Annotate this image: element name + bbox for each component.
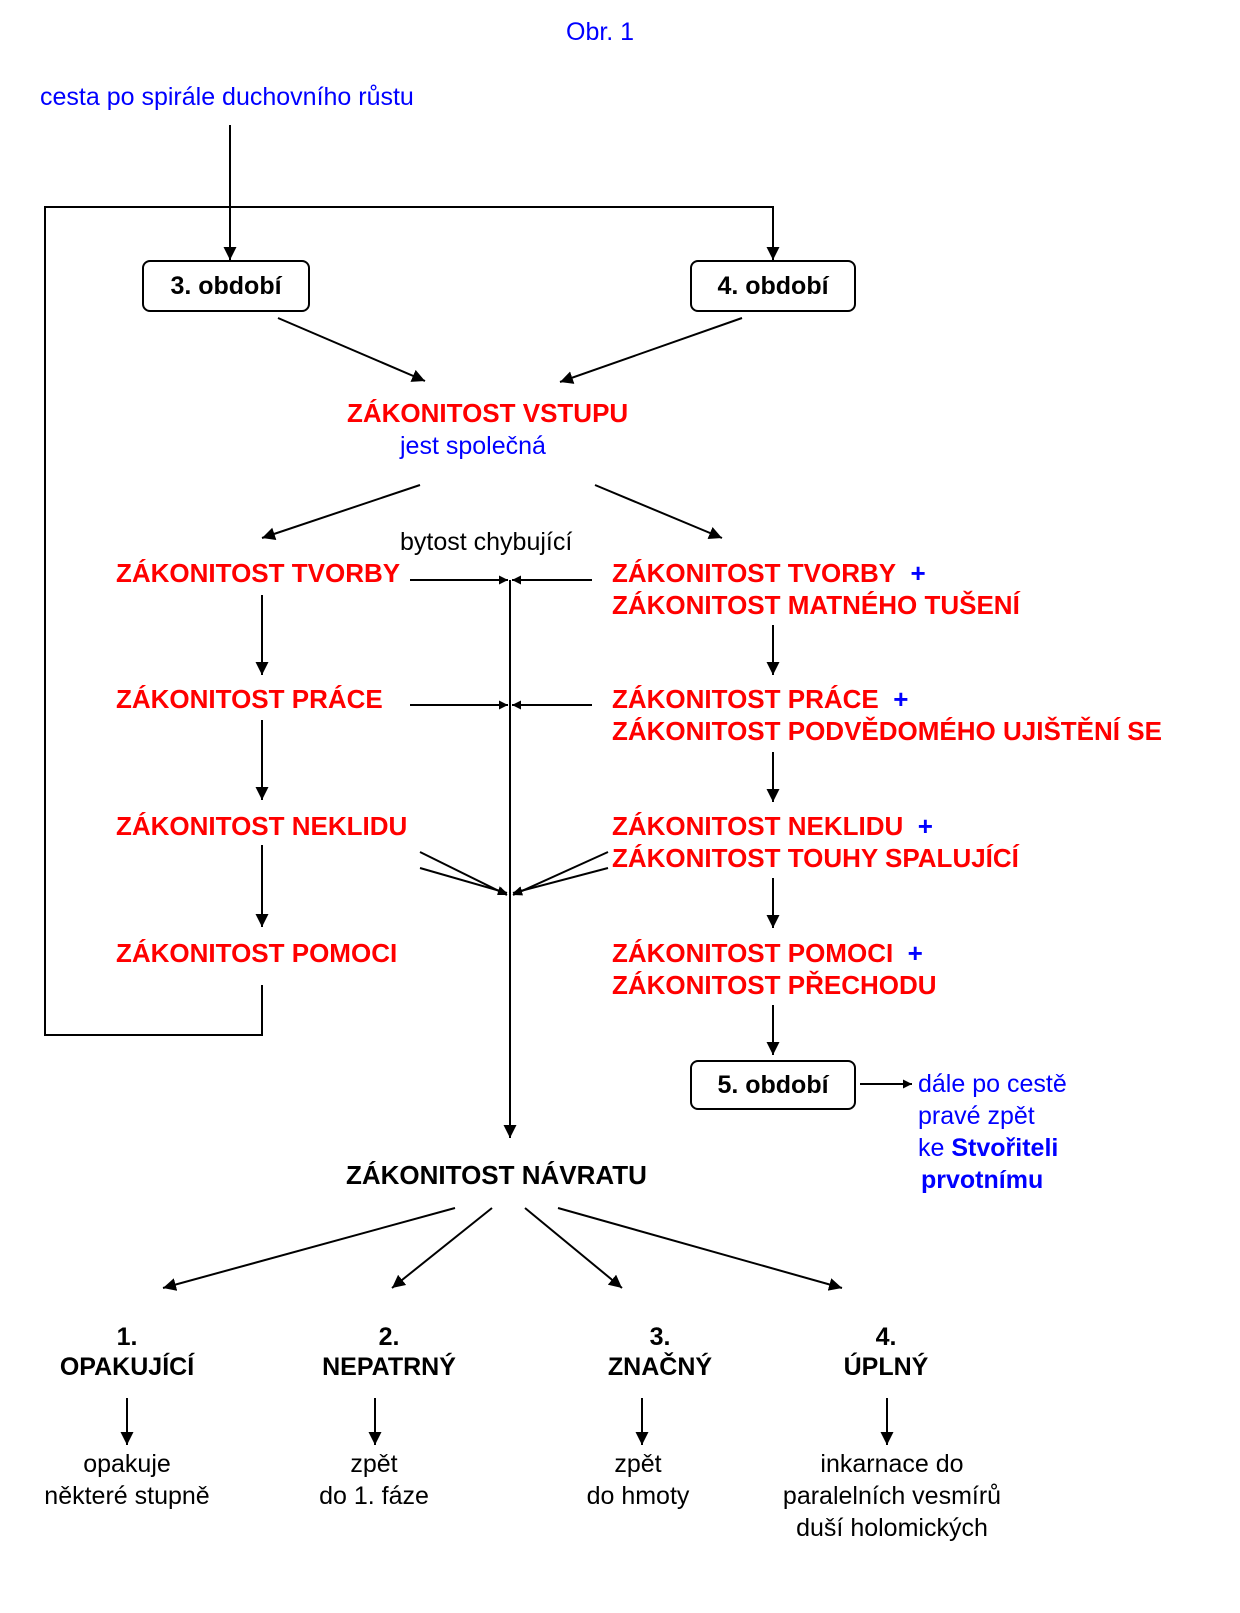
right-law-2-line1: ZÁKONITOST PRÁCE xyxy=(612,684,879,714)
right-law-3-line1: ZÁKONITOST NEKLIDU xyxy=(612,811,904,841)
arrow-entry-to-right xyxy=(594,484,723,539)
right-law-1: ZÁKONITOST TVORBY + ZÁKONITOST MATNÉHO T… xyxy=(612,560,1020,618)
return-type-4-number: 4. xyxy=(875,1323,897,1351)
period-4-label: 4. období xyxy=(717,271,829,300)
return-type-4: 4. ÚPLNÝ xyxy=(786,1322,986,1382)
right-law-4-line1: ZÁKONITOST POMOCI xyxy=(612,938,894,968)
plus-icon: + xyxy=(893,684,909,714)
arrow-left-neklidu-in-2 xyxy=(419,867,508,895)
return-type-2-desc: zpět do 1. fáze xyxy=(264,1448,484,1512)
right-law-2: ZÁKONITOST PRÁCE + ZÁKONITOST PODVĚDOMÉH… xyxy=(612,686,1162,744)
arrow-right-neklidu-in-2 xyxy=(512,867,609,896)
desc-line: duší holomických xyxy=(796,1514,988,1542)
period-3-box: 3. období xyxy=(142,260,310,312)
continuation-line1: dále po cestě xyxy=(918,1070,1067,1098)
return-type-2: 2. NEPATRNÝ xyxy=(289,1322,489,1382)
left-law-neklidu: ZÁKONITOST NEKLIDU xyxy=(116,811,408,841)
arrow-return-to-2 xyxy=(391,1207,493,1289)
return-type-1: 1. OPAKUJÍCÍ xyxy=(27,1322,227,1382)
return-type-1-desc: opakuje některé stupně xyxy=(17,1448,237,1512)
desc-line: inkarnace do xyxy=(820,1450,964,1478)
arrow-entry-to-left xyxy=(261,484,421,541)
return-type-1-number: 1. xyxy=(116,1323,138,1351)
return-type-3-number: 3. xyxy=(649,1323,671,1351)
entry-law-subtitle: jest společná xyxy=(400,432,546,460)
return-type-2-name: NEPATRNÝ xyxy=(322,1353,456,1381)
left-law-prace: ZÁKONITOST PRÁCE xyxy=(116,684,383,714)
left-law-tvorby: ZÁKONITOST TVORBY xyxy=(116,558,401,588)
entry-law-title: ZÁKONITOST VSTUPU xyxy=(347,398,629,428)
right-law-4: ZÁKONITOST POMOCI + ZÁKONITOST PŘECHODU xyxy=(612,940,937,998)
desc-line: opakuje xyxy=(83,1450,171,1478)
period-3-label: 3. období xyxy=(170,271,282,300)
return-type-3-name: ZNAČNÝ xyxy=(607,1353,713,1381)
desc-line: paralelních vesmírů xyxy=(782,1482,1002,1510)
right-law-1-line2: ZÁKONITOST MATNÉHO TUŠENÍ xyxy=(612,590,1020,620)
spiral-loop-line xyxy=(44,206,780,1036)
right-law-3-line2: ZÁKONITOST TOUHY SPALUJÍCÍ xyxy=(612,843,1019,873)
right-law-1-line1: ZÁKONITOST TVORBY xyxy=(612,558,897,588)
plus-icon: + xyxy=(907,938,923,968)
arrow-return-to-4 xyxy=(557,1207,843,1291)
arrow-p3-to-entry xyxy=(277,317,426,382)
continuation-line3-prefix: ke xyxy=(918,1134,952,1162)
left-law-pomoci: ZÁKONITOST POMOCI xyxy=(116,938,398,968)
continuation-line2: pravé zpět xyxy=(918,1102,1035,1130)
return-type-2-number: 2. xyxy=(378,1323,400,1351)
plus-icon: + xyxy=(917,811,933,841)
return-type-1-name: OPAKUJÍCÍ xyxy=(59,1353,195,1381)
return-type-4-desc: inkarnace do paralelních vesmírů duší ho… xyxy=(767,1448,1017,1544)
figure-label: Obr. 1 xyxy=(566,18,635,46)
continuation-note: dále po cestě pravé zpět ke Stvořiteli p… xyxy=(918,1068,1067,1196)
right-law-3: ZÁKONITOST NEKLIDU + ZÁKONITOST TOUHY SP… xyxy=(612,813,1019,871)
period-5-label: 5. období xyxy=(717,1070,829,1099)
return-law-title: ZÁKONITOST NÁVRATU xyxy=(346,1160,647,1190)
desc-line: do hmoty xyxy=(586,1482,690,1510)
period-4-box: 4. období xyxy=(690,260,856,312)
entry-label: cesta po spirále duchovního růstu xyxy=(40,83,414,111)
right-law-2-line2: ZÁKONITOST PODVĚDOMÉHO UJIŠTĚNÍ SE xyxy=(612,716,1162,746)
period-5-box: 5. období xyxy=(690,1060,856,1110)
continuation-creator: Stvořiteli xyxy=(951,1134,1059,1162)
return-type-4-name: ÚPLNÝ xyxy=(843,1353,929,1381)
arrow-return-to-1 xyxy=(162,1207,456,1291)
return-type-3: 3. ZNAČNÝ xyxy=(560,1322,760,1382)
missing-being-label: bytost chybující xyxy=(400,528,573,556)
return-type-3-desc: zpět do hmoty xyxy=(528,1448,748,1512)
continuation-primordial: prvotnímu xyxy=(921,1166,1044,1194)
plus-icon: + xyxy=(910,558,926,588)
arrow-p4-to-entry xyxy=(559,317,743,384)
desc-line: některé stupně xyxy=(44,1482,210,1510)
desc-line: zpět xyxy=(350,1450,398,1478)
right-law-4-line2: ZÁKONITOST PŘECHODU xyxy=(612,970,937,1000)
arrow-return-to-3 xyxy=(524,1207,623,1289)
desc-line: do 1. fáze xyxy=(319,1482,429,1510)
desc-line: zpět xyxy=(614,1450,662,1478)
